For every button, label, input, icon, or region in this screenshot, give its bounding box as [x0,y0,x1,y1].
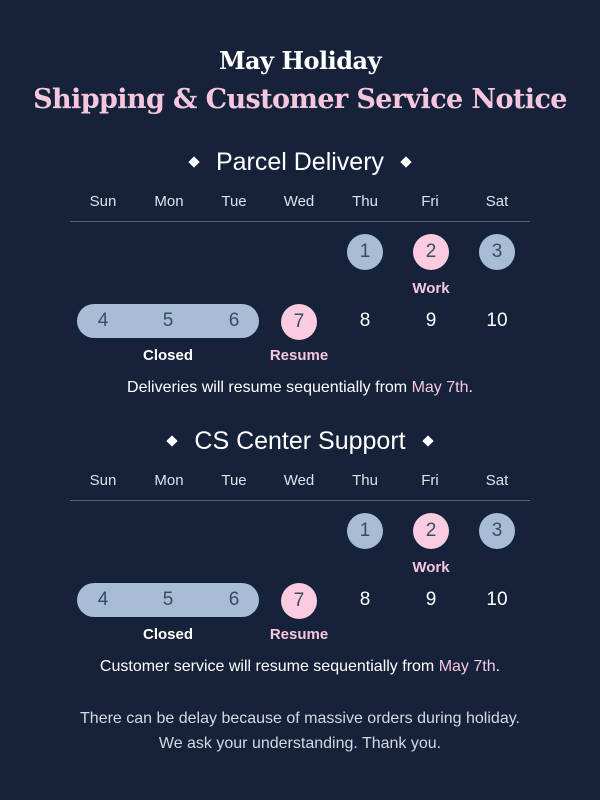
closed-range-pill [77,304,259,338]
dow-sat: Sat [485,193,509,210]
section-heading: CS Center Support [0,426,600,456]
dow-sun: Sun [89,472,117,489]
date-9: 9 [425,589,437,610]
diamond-icon [400,156,412,168]
divider [70,500,530,501]
note-date: May 7th [438,658,496,675]
dow-wed: Wed [283,472,315,489]
note-end: . [495,658,501,675]
dow-mon: Mon [154,472,184,489]
page-subtitle: Shipping & Customer Service Notice [33,84,567,115]
resume-label: Resume [269,626,329,643]
dow-thu: Thu [352,193,378,210]
divider [70,221,530,222]
closed-label: Closed [142,347,193,364]
section-heading: Parcel Delivery [0,147,600,177]
parcel-delivery-section: Parcel Delivery Sun Mon Tue Wed Thu Fri … [0,147,600,407]
dow-mon: Mon [154,193,184,210]
diamond-icon [421,435,434,447]
date-2-work: 2 [413,234,449,270]
footer-notice: There can be delay because of massive or… [0,706,600,756]
date-10: 10 [486,589,508,610]
dow-fri: Fri [421,193,439,210]
date-8: 8 [359,589,371,610]
dow-wed: Wed [283,193,315,210]
note-text: Customer service will resume sequentiall… [99,658,439,675]
date-9: 9 [425,310,437,331]
resume-note: Deliveries will resume sequentially from… [0,379,600,397]
dow-tue: Tue [221,472,247,489]
date-3: 3 [479,513,515,549]
footer-line-2: We ask your understanding. Thank you. [158,735,442,752]
note-text: Deliveries will resume sequentially from [127,379,412,396]
closed-label: Closed [142,626,193,643]
cs-center-section: CS Center Support Sun Mon Tue Wed Thu Fr… [0,426,600,686]
footer-line-1: There can be delay because of massive or… [80,710,520,727]
date-1: 1 [347,513,383,549]
note-date: May 7th [411,379,469,396]
diamond-icon [188,156,200,168]
date-8: 8 [359,310,371,331]
dow-sun: Sun [89,193,117,210]
section-title: CS Center Support [194,426,406,455]
work-label: Work [412,559,450,576]
resume-note: Customer service will resume sequentiall… [0,658,600,676]
dow-thu: Thu [352,472,378,489]
date-7-resume: 7 [281,583,317,619]
dow-tue: Tue [221,193,247,210]
date-2-work: 2 [413,513,449,549]
page-title: May Holiday [218,46,382,75]
resume-label: Resume [269,347,329,364]
date-5: 5 [162,589,174,610]
closed-range-pill [77,583,259,617]
date-5: 5 [162,310,174,331]
date-7-resume: 7 [281,304,317,340]
dow-fri: Fri [421,472,439,489]
date-6: 6 [228,310,240,331]
date-1: 1 [347,234,383,270]
note-end: . [468,379,473,396]
date-4: 4 [97,589,109,610]
work-label: Work [412,280,450,297]
date-6: 6 [228,589,240,610]
date-4: 4 [97,310,109,331]
date-3: 3 [479,234,515,270]
date-10: 10 [486,310,508,331]
dow-sat: Sat [485,472,509,489]
diamond-icon [166,435,179,447]
section-title: Parcel Delivery [215,147,385,176]
